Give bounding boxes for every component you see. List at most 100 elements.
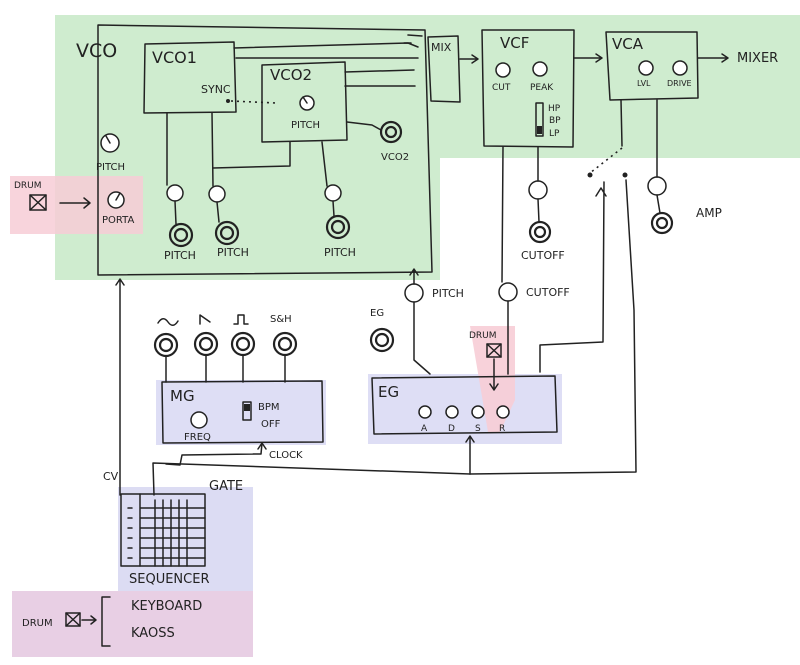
inputs-region — [12, 591, 253, 657]
mg-wave-saw-icon — [199, 314, 211, 325]
mg-region — [156, 380, 326, 445]
input-bracket — [101, 596, 111, 647]
mg-wave-sh: S&H — [270, 314, 292, 325]
eg-attack-label: A — [421, 424, 428, 434]
drum-left-arrow — [59, 197, 91, 209]
eg-release-knob[interactable] — [496, 405, 510, 419]
seq-gate-label: GATE — [209, 479, 243, 494]
vco2-cv-knob[interactable] — [324, 184, 342, 202]
mg-out-wires — [165, 354, 286, 383]
eg-sustain-knob[interactable] — [471, 405, 485, 419]
cv-pitch-label-3: PITCH — [324, 246, 356, 259]
vco1-title: VCO1 — [152, 48, 197, 67]
input-keyboard-label: KEYBOARD — [131, 599, 202, 614]
mix-box — [427, 35, 461, 103]
mg-bpm-switch-thumb — [244, 404, 250, 411]
vca-lvl-knob[interactable] — [638, 60, 654, 76]
mg-freq-knob[interactable] — [190, 411, 208, 429]
vco2-out-jack[interactable] — [379, 120, 403, 144]
vco1-sync-label: SYNC — [201, 83, 231, 96]
vco2-title: VCO2 — [270, 66, 312, 84]
mg-wave-sine-icon — [157, 318, 179, 326]
vco2-cv-jack-inner — [330, 219, 346, 235]
input-drum-arrow — [81, 615, 97, 625]
eg-drum-pad[interactable] — [486, 343, 502, 358]
mg-off-label: OFF — [261, 419, 281, 430]
vcf-mode-hp: HP — [548, 104, 561, 114]
mg-sh-jack[interactable] — [272, 331, 298, 357]
drum-left-pad[interactable] — [29, 194, 47, 211]
vca-cv-wires — [620, 99, 661, 214]
cutoff-label: CUTOFF — [521, 249, 565, 262]
eg-drum-arrow — [489, 358, 499, 391]
vcf-mode-switch[interactable] — [535, 102, 544, 137]
mg-box — [161, 380, 324, 444]
vcf-cut-knob[interactable] — [495, 62, 511, 78]
mg-sine-jack-inner — [158, 337, 174, 353]
vco2-out-label: VCO2 — [381, 152, 409, 163]
mg-saw-jack-inner — [198, 336, 214, 352]
vco1-cv1-knob[interactable] — [166, 184, 184, 202]
vca-cv-switch[interactable] — [589, 147, 623, 174]
mg-clock-label: CLOCK — [269, 450, 303, 461]
mg-sine-jack[interactable] — [153, 332, 179, 358]
seq-cv-wire — [115, 278, 125, 496]
eg-decay-label: D — [448, 424, 455, 434]
vcf-cv-wires — [501, 146, 540, 283]
vco1-cv1-jack[interactable] — [168, 222, 194, 248]
vco-outer-box — [97, 24, 433, 276]
eg-cutoff-label: CUTOFF — [526, 286, 570, 299]
vcf-cut-label: CUT — [492, 83, 511, 93]
vca-to-mixer — [697, 53, 729, 63]
eg-gate-wire — [465, 435, 475, 475]
input-drum-pad[interactable] — [65, 612, 81, 627]
pitch-knob-pointer — [105, 135, 111, 144]
eg-pitch-knob[interactable] — [404, 283, 424, 303]
vca-switch-wires — [469, 179, 637, 475]
vcf-peak-label: PEAK — [530, 83, 554, 93]
vca-switch-dot-a — [587, 172, 593, 178]
sync-dot — [226, 99, 230, 103]
sequencer-grid-lines — [139, 493, 206, 567]
vca-drive-knob[interactable] — [672, 60, 688, 76]
mg-square-jack-inner — [235, 336, 251, 352]
vcf-peak-knob[interactable] — [532, 61, 548, 77]
vco1-cv2-knob[interactable] — [208, 185, 226, 203]
eg-cutoff-knob[interactable] — [498, 282, 518, 302]
mg-square-jack[interactable] — [230, 331, 256, 357]
mg-saw-jack[interactable] — [193, 331, 219, 357]
amp-knob[interactable] — [647, 176, 667, 196]
vco2-box — [261, 61, 348, 143]
mg-freq-label: FREQ — [184, 432, 211, 443]
eg-out-jack-inner — [374, 332, 390, 348]
drum-left-pad-x — [29, 194, 47, 211]
vco2-cv-jack[interactable] — [325, 214, 351, 240]
eg-out-jack[interactable] — [369, 327, 395, 353]
mg-bpm-switch[interactable] — [242, 401, 252, 421]
vcf-mode-bp: BP — [549, 116, 561, 126]
amp-label: AMP — [696, 206, 722, 220]
mix-label: MIX — [431, 41, 452, 54]
vcf-mode-lp: LP — [549, 129, 560, 139]
vca-title: VCA — [612, 35, 644, 53]
cutoff-knob[interactable] — [528, 180, 548, 200]
vcf-box — [481, 29, 575, 148]
eg-release-label: R — [499, 424, 505, 434]
eg-attack-knob[interactable] — [418, 405, 432, 419]
cutoff-jack[interactable] — [528, 220, 552, 244]
eg-amount-wires — [409, 268, 509, 375]
drum-left-label: DRUM — [14, 181, 42, 191]
vco-out-bus — [403, 34, 423, 44]
amp-jack[interactable] — [650, 211, 674, 235]
vca-box — [605, 31, 699, 101]
vco1-box — [143, 41, 237, 114]
vca-lvl-label: LVL — [637, 79, 651, 88]
vco1-cv2-jack[interactable] — [214, 220, 240, 246]
cv-pitch-label-1: PITCH — [164, 249, 196, 262]
eg-decay-knob[interactable] — [445, 405, 459, 419]
vco2-out-jack-inner — [384, 125, 398, 139]
vco1-cv1-jack-inner — [173, 227, 189, 243]
mixer-label: MIXER — [737, 51, 778, 66]
mix-to-vcf — [459, 54, 479, 64]
mg-title: MG — [170, 387, 195, 405]
